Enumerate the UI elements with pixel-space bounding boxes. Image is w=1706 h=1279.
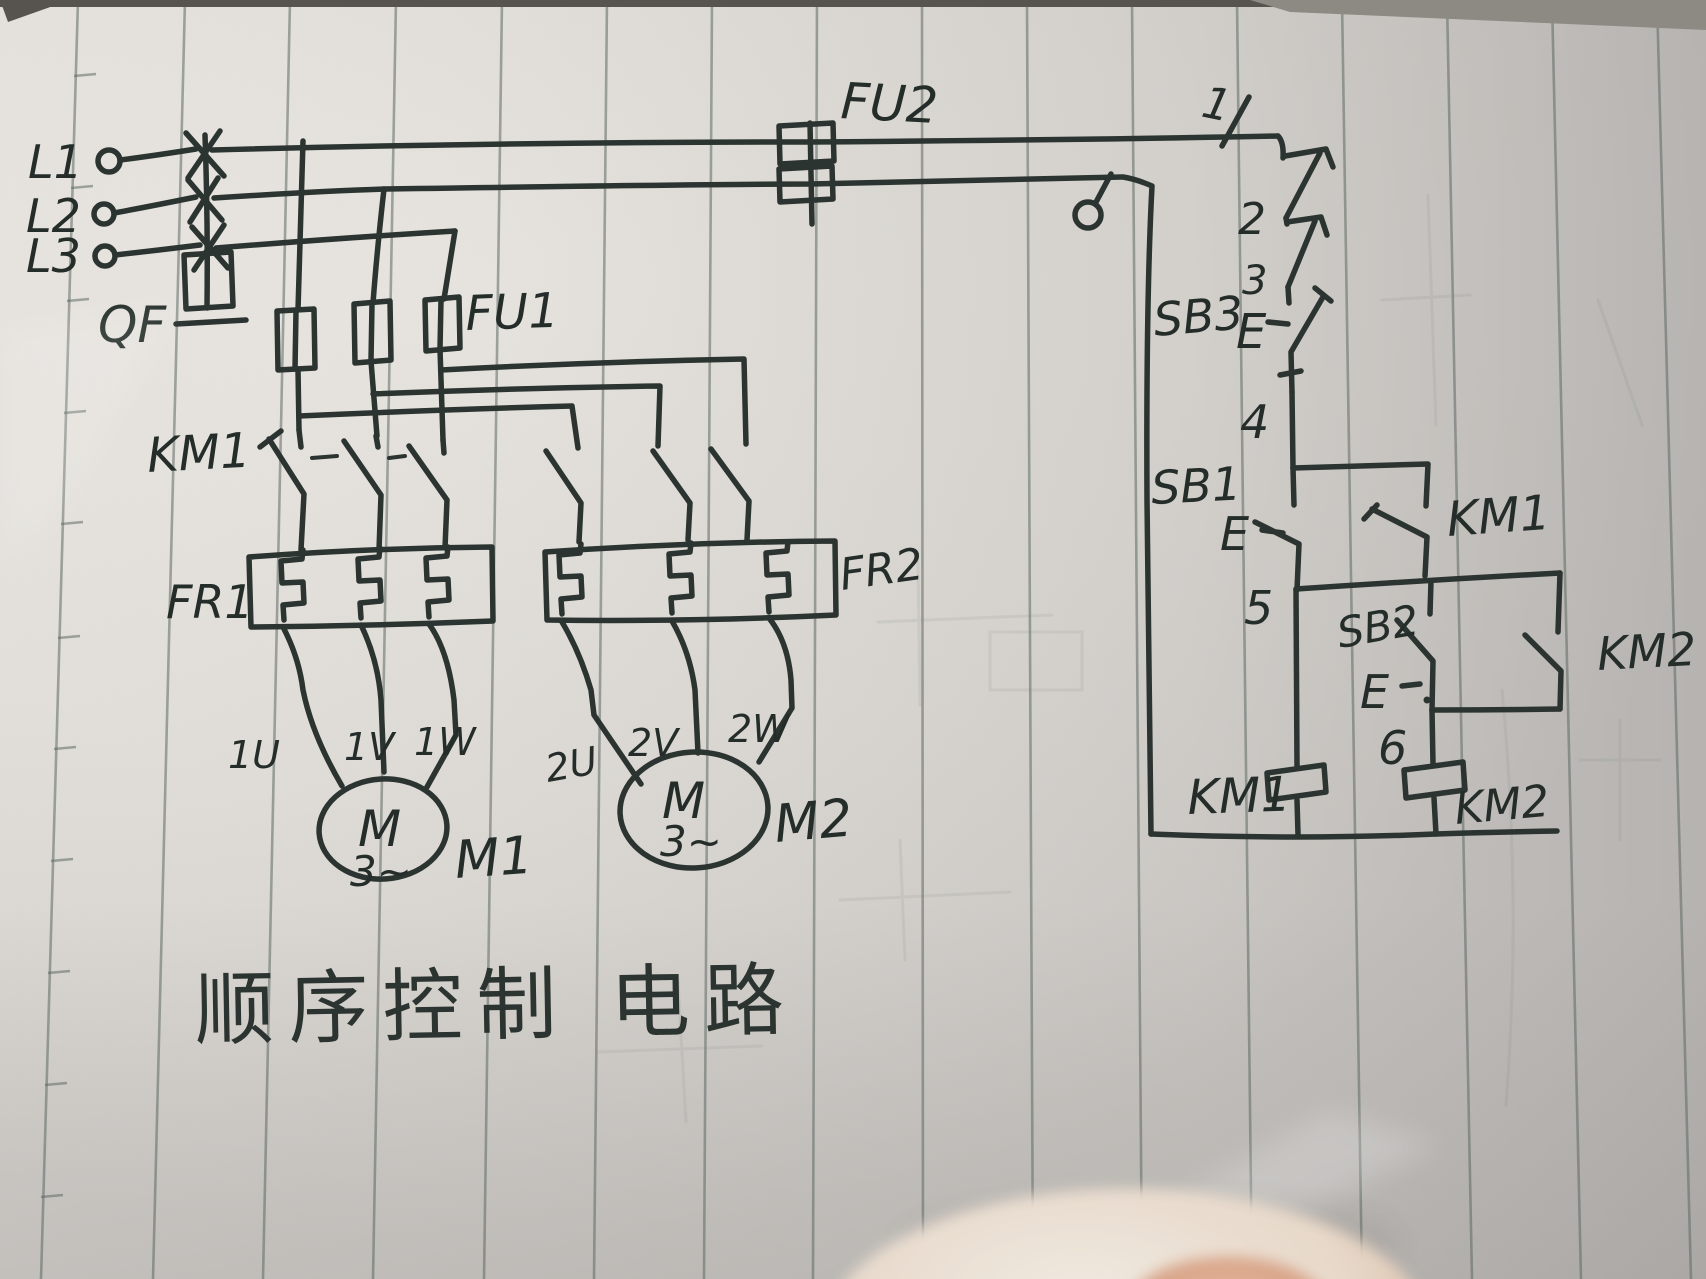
label-1v: 1V	[344, 725, 397, 769]
fu2-lower-body	[776, 163, 836, 205]
finger-body	[847, 1188, 1409, 1279]
km1-pole3	[406, 437, 450, 551]
l3-rail	[213, 228, 458, 251]
ruled-lines	[39, 0, 1693, 1279]
fr1-thermal-relay	[246, 544, 496, 630]
sb3-actuator: E	[1236, 304, 1267, 360]
qf-mechanism-box	[173, 249, 249, 327]
fu2-upper-body	[776, 120, 837, 167]
label-sb3: SB3	[1151, 285, 1245, 347]
qf-breaker-symbol	[173, 128, 249, 327]
l1-rail	[209, 133, 1281, 153]
fuse3-body	[422, 294, 463, 354]
fuse3-wire	[437, 228, 458, 443]
fingertip	[847, 1188, 1409, 1279]
sb1-actuator: E	[1220, 507, 1249, 561]
label-fu2: FU2	[839, 72, 939, 135]
km1-pole1	[257, 427, 307, 553]
sb1-contact	[1252, 465, 1302, 593]
km1-aux-branch	[1290, 461, 1431, 509]
label-2u: 2U	[542, 738, 601, 790]
photo-edges	[0, 0, 1706, 30]
node6-link	[1429, 706, 1563, 713]
fr2-box	[542, 538, 839, 624]
label-1u: 1U	[228, 733, 280, 777]
node-label-3: 3	[1242, 258, 1267, 304]
label-2v: 2V	[628, 721, 681, 765]
fuse1-wire	[292, 138, 306, 433]
phase-terminal-l1	[95, 146, 199, 175]
motor2-m: M	[662, 772, 705, 830]
km1-coil	[1264, 586, 1329, 837]
label-km2-aux: KM2	[1596, 622, 1698, 681]
fr2-nc-contact	[1283, 214, 1330, 290]
label-km2-coil: KM2	[1453, 776, 1552, 835]
label-l3: L3	[26, 229, 81, 283]
km2-aux-contact	[1522, 570, 1564, 712]
sb2-actuator: E	[1360, 665, 1389, 719]
control-terminal-circle	[1072, 199, 1104, 231]
label-m1: M1	[453, 826, 535, 891]
phase-terminal-l2	[91, 194, 199, 227]
phase-rails	[209, 133, 1281, 251]
label-1w: 1W	[414, 720, 477, 764]
motor1-group	[281, 621, 459, 882]
fr2-thermal-relay	[542, 538, 839, 624]
km1-main-contacts	[257, 427, 450, 553]
motor1-phase: 3~	[350, 847, 412, 896]
label-fr1: FR1	[166, 575, 254, 629]
control-left-rail	[1120, 174, 1155, 837]
sb2-actuator-dot	[1423, 696, 1431, 704]
label-km1-aux: KM1	[1445, 485, 1552, 548]
label-fu1: FU1	[464, 283, 559, 342]
motor2-circle	[617, 749, 771, 871]
km2-pole2	[650, 448, 693, 543]
branch-tap-lines	[296, 356, 749, 451]
km2-pole1	[543, 448, 584, 545]
km2-pole3	[708, 446, 752, 543]
km1-pole2	[341, 433, 384, 553]
fuse1-body	[274, 306, 318, 373]
fuse2-wire	[368, 186, 387, 439]
sb2-contact	[1394, 578, 1436, 713]
fu2-through-wire	[807, 120, 815, 227]
node-label-6: 6	[1378, 721, 1407, 775]
qf-linkage-line	[202, 132, 210, 311]
node1-tick	[1219, 94, 1252, 149]
label-km1-main: KM1	[146, 423, 252, 484]
label-l1: L1	[28, 135, 83, 189]
km2-main-contacts	[543, 446, 752, 545]
km1-linkage-dashes	[310, 454, 407, 460]
motor1-circle	[316, 776, 450, 882]
node-label-4: 4	[1240, 395, 1269, 449]
node-label-5: 5	[1244, 581, 1273, 635]
motor1-m: M	[358, 800, 401, 858]
fr1-box	[246, 544, 496, 630]
label-2w: 2W	[728, 707, 791, 751]
finger-nail	[1146, 1257, 1310, 1279]
control-circuit	[1072, 94, 1564, 840]
km2-coil	[1401, 707, 1468, 837]
l2-rail	[211, 174, 1125, 201]
bleed-through-marks	[596, 193, 1662, 1124]
diagram-title: 顺序控制 电路	[194, 953, 799, 1057]
motor2-group	[559, 615, 795, 871]
motor2-phase: 3~	[660, 817, 722, 866]
node-label-2: 2	[1238, 194, 1266, 245]
label-sb1: SB1	[1150, 456, 1243, 515]
label-l2: L2	[26, 189, 81, 243]
label-m2: M2	[772, 788, 855, 855]
fr1-nc-contact	[1282, 146, 1336, 221]
labels: L1 L2 L3 QF FU1 FU2 KM1 FR1 FR2 1U 1V 1W…	[26, 72, 1698, 1057]
phase-terminal-l3	[92, 242, 203, 269]
sb3-contact	[1265, 284, 1334, 395]
fu2-fuse-group	[776, 120, 837, 227]
fu1-fuse-group	[274, 138, 463, 443]
control-bottom-rail	[1148, 828, 1560, 840]
label-fr2: FR2	[836, 539, 926, 601]
km1-aux-contact	[1361, 502, 1430, 579]
fuse2-body	[351, 298, 394, 366]
label-km1-coil: KM1	[1186, 766, 1291, 826]
